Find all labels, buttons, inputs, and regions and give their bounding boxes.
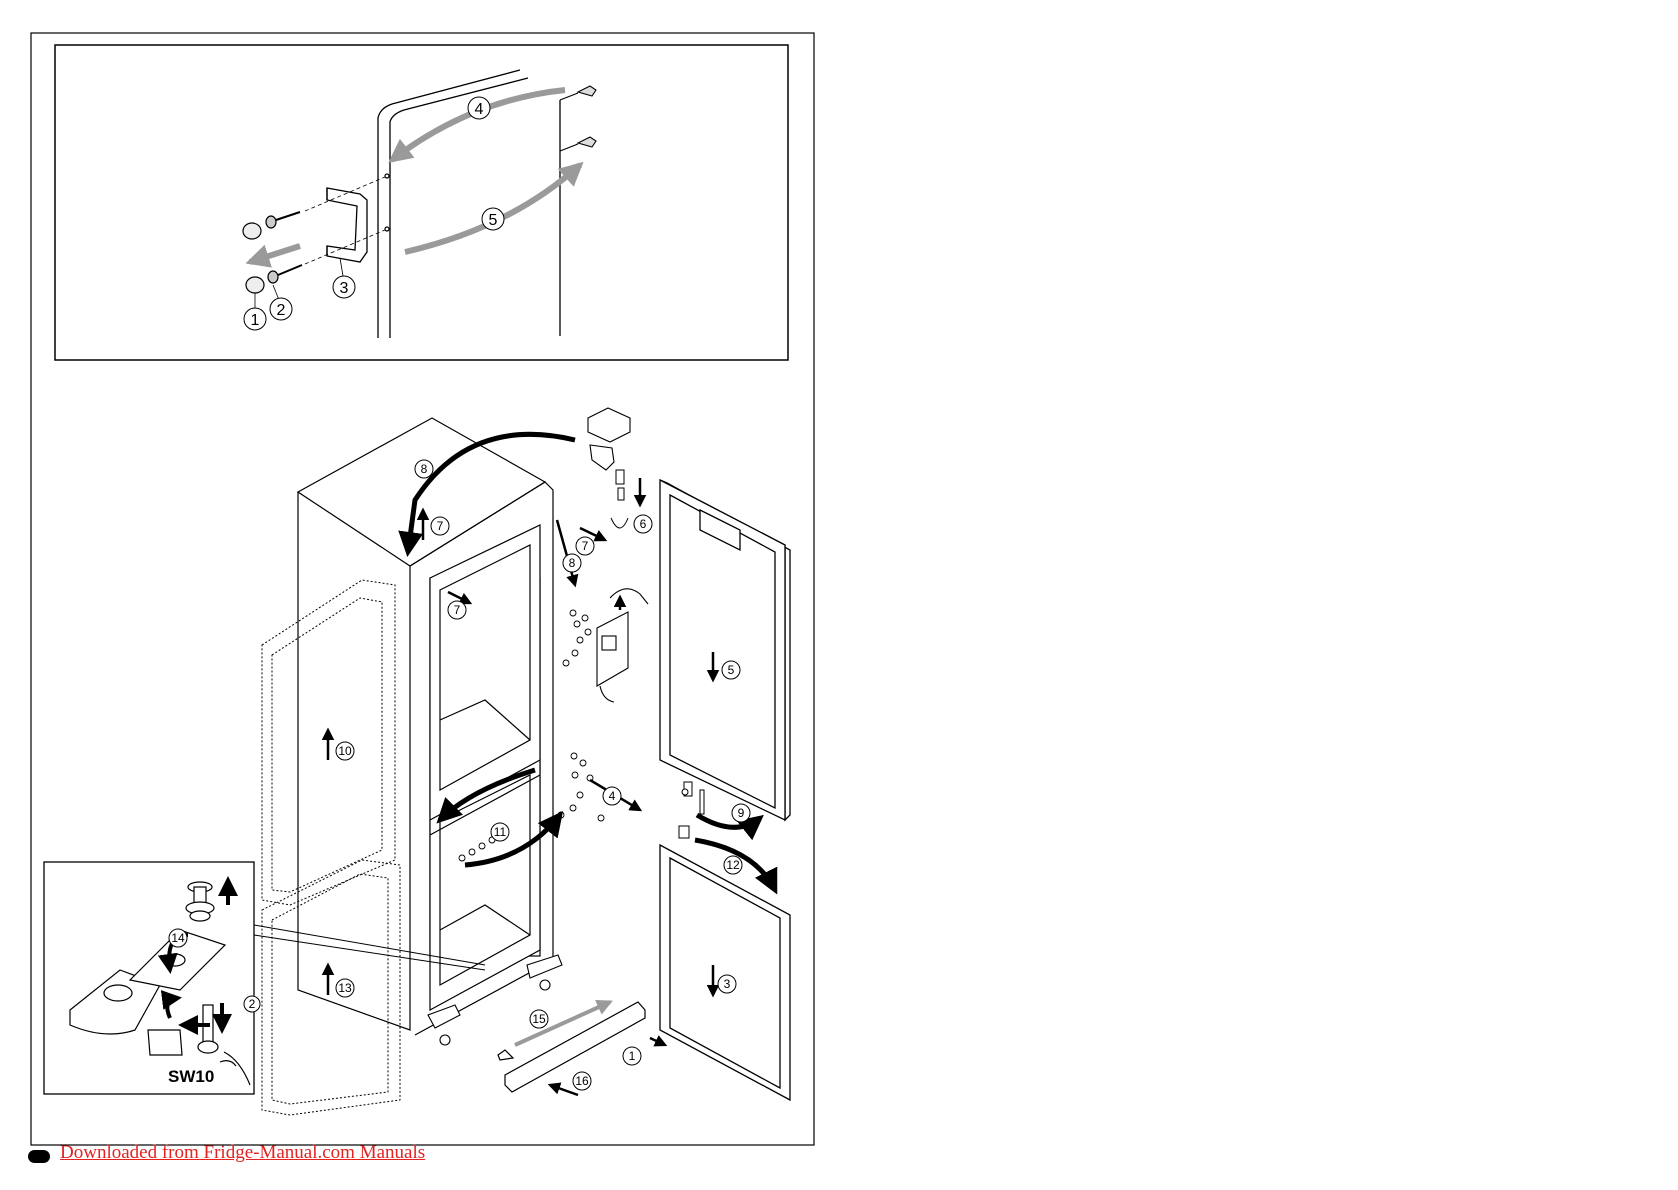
svg-text:9: 9	[738, 806, 745, 820]
callout-b-8b: 8	[563, 554, 581, 572]
cabinet	[298, 418, 553, 1035]
plinth-strip	[498, 1002, 645, 1092]
svg-text:4: 4	[609, 789, 616, 803]
svg-text:7: 7	[582, 539, 589, 553]
svg-text:16: 16	[575, 1074, 589, 1088]
callout-b-5: 5	[722, 661, 740, 679]
svg-text:2: 2	[249, 997, 256, 1011]
svg-text:7: 7	[437, 519, 444, 533]
svg-text:5: 5	[489, 212, 498, 229]
callout-b-9: 9	[732, 804, 750, 822]
callout-1: 1	[244, 308, 266, 330]
callout-b-11: 11	[491, 823, 509, 841]
callout-5: 5	[482, 208, 504, 230]
callout-b-7c: 7	[448, 601, 466, 619]
callout-b-16: 16	[573, 1072, 591, 1090]
svg-text:8: 8	[421, 462, 428, 476]
svg-text:3: 3	[724, 977, 731, 991]
hole-plugs	[560, 86, 596, 151]
callout-b-6: 6	[634, 515, 652, 533]
callout-b-4: 4	[603, 787, 621, 805]
svg-text:10: 10	[338, 744, 352, 758]
callout-b-15: 15	[530, 1010, 548, 1028]
callout-b-7a: 7	[431, 517, 449, 535]
svg-text:2: 2	[277, 302, 286, 319]
wrench-size-label: SW10	[168, 1067, 214, 1086]
handle-panel: 1 2 3 4 5	[55, 45, 788, 360]
control-module	[597, 589, 648, 702]
svg-text:6: 6	[640, 517, 647, 531]
svg-text:8: 8	[569, 556, 576, 570]
svg-text:7: 7	[454, 603, 461, 617]
callout-b-10: 10	[336, 742, 354, 760]
callout-b-1: 1	[623, 1047, 641, 1065]
svg-text:1: 1	[251, 312, 260, 329]
callout-b-13: 13	[336, 979, 354, 997]
callout-4: 4	[468, 97, 490, 119]
callout-b-12: 12	[724, 856, 742, 874]
svg-text:4: 4	[475, 101, 484, 118]
callout-3: 3	[333, 276, 355, 298]
left-doors-dotted	[262, 580, 400, 1115]
right-upper-door	[660, 480, 790, 820]
svg-text:3: 3	[340, 280, 349, 297]
svg-text:13: 13	[338, 981, 352, 995]
callout-b-3: 3	[718, 975, 736, 993]
svg-text:12: 12	[726, 858, 740, 872]
svg-text:1: 1	[629, 1049, 636, 1063]
callout-b-2: 2	[244, 996, 260, 1012]
hinge-detail-inset: SW10	[44, 862, 485, 1094]
callout-b-8a: 8	[415, 460, 433, 478]
callout-b-7b: 7	[576, 537, 594, 555]
svg-text:14: 14	[171, 931, 185, 945]
move-arrows	[250, 90, 580, 262]
hinge-cover	[588, 408, 630, 470]
footer-bullet	[28, 1150, 50, 1163]
svg-text:5: 5	[728, 663, 735, 677]
callout-b-14: 14	[169, 929, 187, 947]
svg-text:15: 15	[532, 1012, 546, 1026]
callout-2: 2	[270, 298, 292, 320]
svg-text:11: 11	[494, 825, 507, 839]
footer-download-link[interactable]: Downloaded from Fridge-Manual.com Manual…	[60, 1142, 425, 1164]
